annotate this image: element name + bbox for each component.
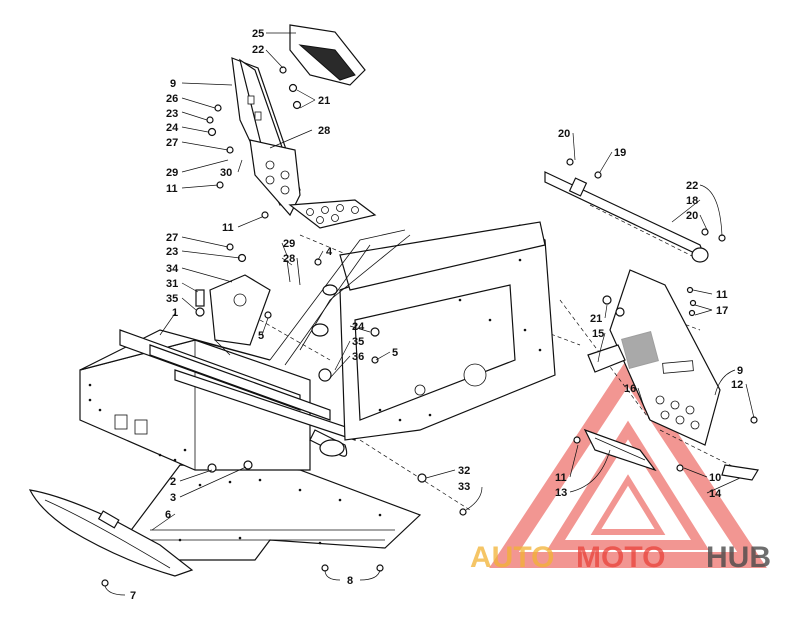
callout-5[interactable]: 5	[258, 330, 264, 342]
callout-20[interactable]: 20	[686, 210, 698, 222]
leader-lines	[104, 32, 755, 596]
callout-9[interactable]: 9	[737, 365, 743, 377]
callout-1[interactable]: 1	[172, 307, 178, 319]
callout-2[interactable]: 2	[170, 476, 176, 488]
callout-19[interactable]: 19	[614, 147, 626, 159]
callout-8[interactable]: 8	[347, 575, 353, 587]
callout-4[interactable]: 4	[326, 246, 333, 258]
callout-18[interactable]: 18	[686, 195, 698, 207]
bracket-part-34[interactable]	[209, 274, 271, 356]
callout-13[interactable]: 13	[555, 487, 567, 499]
callout-11[interactable]: 11	[716, 289, 728, 301]
support-bar-part-18[interactable]	[544, 171, 709, 263]
watermark-hub: HUB	[706, 541, 771, 574]
callout-35[interactable]: 35	[166, 293, 178, 305]
callout-36[interactable]: 36	[352, 351, 364, 363]
callout-24[interactable]: 24	[352, 321, 365, 333]
callout-27[interactable]: 27	[166, 232, 178, 244]
callout-6[interactable]: 6	[165, 509, 171, 521]
footrest-part-28[interactable]	[249, 139, 377, 229]
bracket-part-13[interactable]	[583, 428, 657, 472]
bracket-part-15[interactable]	[587, 344, 626, 373]
callout-35[interactable]: 35	[352, 336, 364, 348]
callout-9[interactable]: 9	[170, 78, 176, 90]
callout-32[interactable]: 32	[458, 465, 470, 477]
callout-3[interactable]: 3	[170, 492, 176, 504]
bracket-part-14[interactable]	[721, 464, 759, 481]
fasteners	[101, 66, 758, 587]
callout-14[interactable]: 14	[709, 488, 722, 500]
watermark-auto: AUTO	[470, 541, 554, 574]
callout-31[interactable]: 31	[166, 278, 178, 290]
callout-5[interactable]: 5	[392, 347, 398, 359]
callout-26[interactable]: 26	[166, 93, 178, 105]
callout-11[interactable]: 11	[166, 183, 178, 195]
callout-12[interactable]: 12	[731, 379, 743, 391]
callout-33[interactable]: 33	[458, 481, 470, 493]
callout-28[interactable]: 28	[318, 125, 330, 137]
callout-27[interactable]: 27	[166, 137, 178, 149]
skid-plate-part-7[interactable]	[28, 489, 194, 577]
callout-21[interactable]: 21	[318, 95, 330, 107]
callout-17[interactable]: 17	[716, 305, 728, 317]
watermark-logo-triangle	[489, 357, 767, 568]
watermark-moto: MOTO	[576, 541, 665, 574]
callout-16[interactable]: 16	[624, 383, 636, 395]
callout-10[interactable]: 10	[709, 472, 721, 484]
callout-28[interactable]: 28	[283, 253, 295, 265]
callout-labels: 25 22 9 26 21 23 24 28 27 29 30 11 11 27…	[130, 28, 743, 602]
callout-25[interactable]: 25	[252, 28, 264, 40]
callout-30[interactable]: 30	[220, 167, 232, 179]
callout-23[interactable]: 23	[166, 108, 178, 120]
callout-11[interactable]: 11	[555, 472, 567, 484]
callout-11[interactable]: 11	[222, 222, 234, 234]
callout-15[interactable]: 15	[592, 328, 604, 340]
callout-23[interactable]: 23	[166, 246, 178, 258]
watermark-logo-text: AUTO MOTO HUB	[470, 541, 771, 574]
callout-34[interactable]: 34	[166, 263, 179, 275]
frame-tunnel-part-1[interactable]	[79, 221, 556, 471]
callout-22[interactable]: 22	[252, 44, 264, 56]
callout-24[interactable]: 24	[166, 122, 179, 134]
callout-29[interactable]: 29	[166, 167, 178, 179]
cover-part-25[interactable]	[289, 24, 366, 86]
callout-20[interactable]: 20	[558, 128, 570, 140]
callout-7[interactable]: 7	[130, 590, 136, 602]
side-panel-part-9[interactable]	[609, 269, 721, 446]
callout-21[interactable]: 21	[590, 313, 602, 325]
callout-22[interactable]: 22	[686, 180, 698, 192]
callout-29[interactable]: 29	[283, 238, 295, 250]
